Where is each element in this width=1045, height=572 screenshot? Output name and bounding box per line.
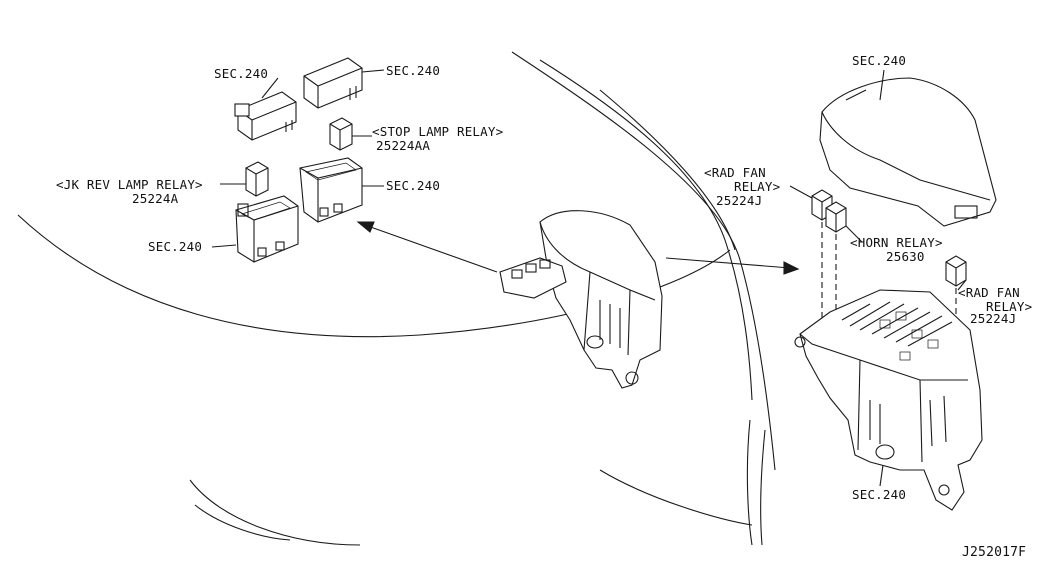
relay-socket-bl xyxy=(235,195,299,263)
relay-socket-mid xyxy=(299,157,363,223)
label-rad-fan-relay-1-line2: RELAY> xyxy=(734,179,781,194)
label-rad-fan-relay-1-part: 25224J xyxy=(716,193,763,208)
label-stop-lamp-relay: <STOP LAMP RELAY> xyxy=(372,124,504,139)
fuse-holder-tl xyxy=(234,91,297,141)
jk-rev-lamp-relay xyxy=(245,161,269,197)
label-sec240-top-center: SEC.240 xyxy=(386,63,441,78)
label-stop-lamp-relay-part: 25224AA xyxy=(376,138,431,153)
center-fuse-box xyxy=(499,210,663,389)
stop-lamp-relay xyxy=(329,117,353,151)
label-rad-fan-relay-2-line2: RELAY> xyxy=(986,299,1033,314)
fuse-holder-tc xyxy=(303,57,363,109)
label-horn-relay: <HORN RELAY> xyxy=(850,235,943,250)
label-jk-rev-lamp-relay-part: 25224A xyxy=(132,191,179,206)
label-sec240-bottom-right: SEC.240 xyxy=(852,487,907,502)
label-rad-fan-relay-2-line1: <RAD FAN xyxy=(958,285,1020,300)
diagram-code: J252017F xyxy=(962,545,1027,560)
label-sec240-mid: SEC.240 xyxy=(386,178,441,193)
label-horn-relay-part: 25630 xyxy=(886,249,925,264)
horn-relay xyxy=(825,201,847,233)
fuse-box-cover xyxy=(819,77,997,227)
rad-fan-relay-2 xyxy=(945,255,967,287)
arrows xyxy=(356,221,800,275)
label-sec240-top-left: SEC.240 xyxy=(214,66,269,81)
label-sec240-top-right: SEC.240 xyxy=(852,53,907,68)
label-sec240-bottom-left: SEC.240 xyxy=(148,239,203,254)
label-rad-fan-relay-1-line1: <RAD FAN xyxy=(704,165,766,180)
fuse-box-base xyxy=(794,289,983,511)
leader-lines-left xyxy=(211,69,385,248)
label-rad-fan-relay-2-part: 25224J xyxy=(970,311,1017,326)
label-jk-rev-lamp-relay: <JK REV LAMP RELAY> xyxy=(56,177,203,192)
